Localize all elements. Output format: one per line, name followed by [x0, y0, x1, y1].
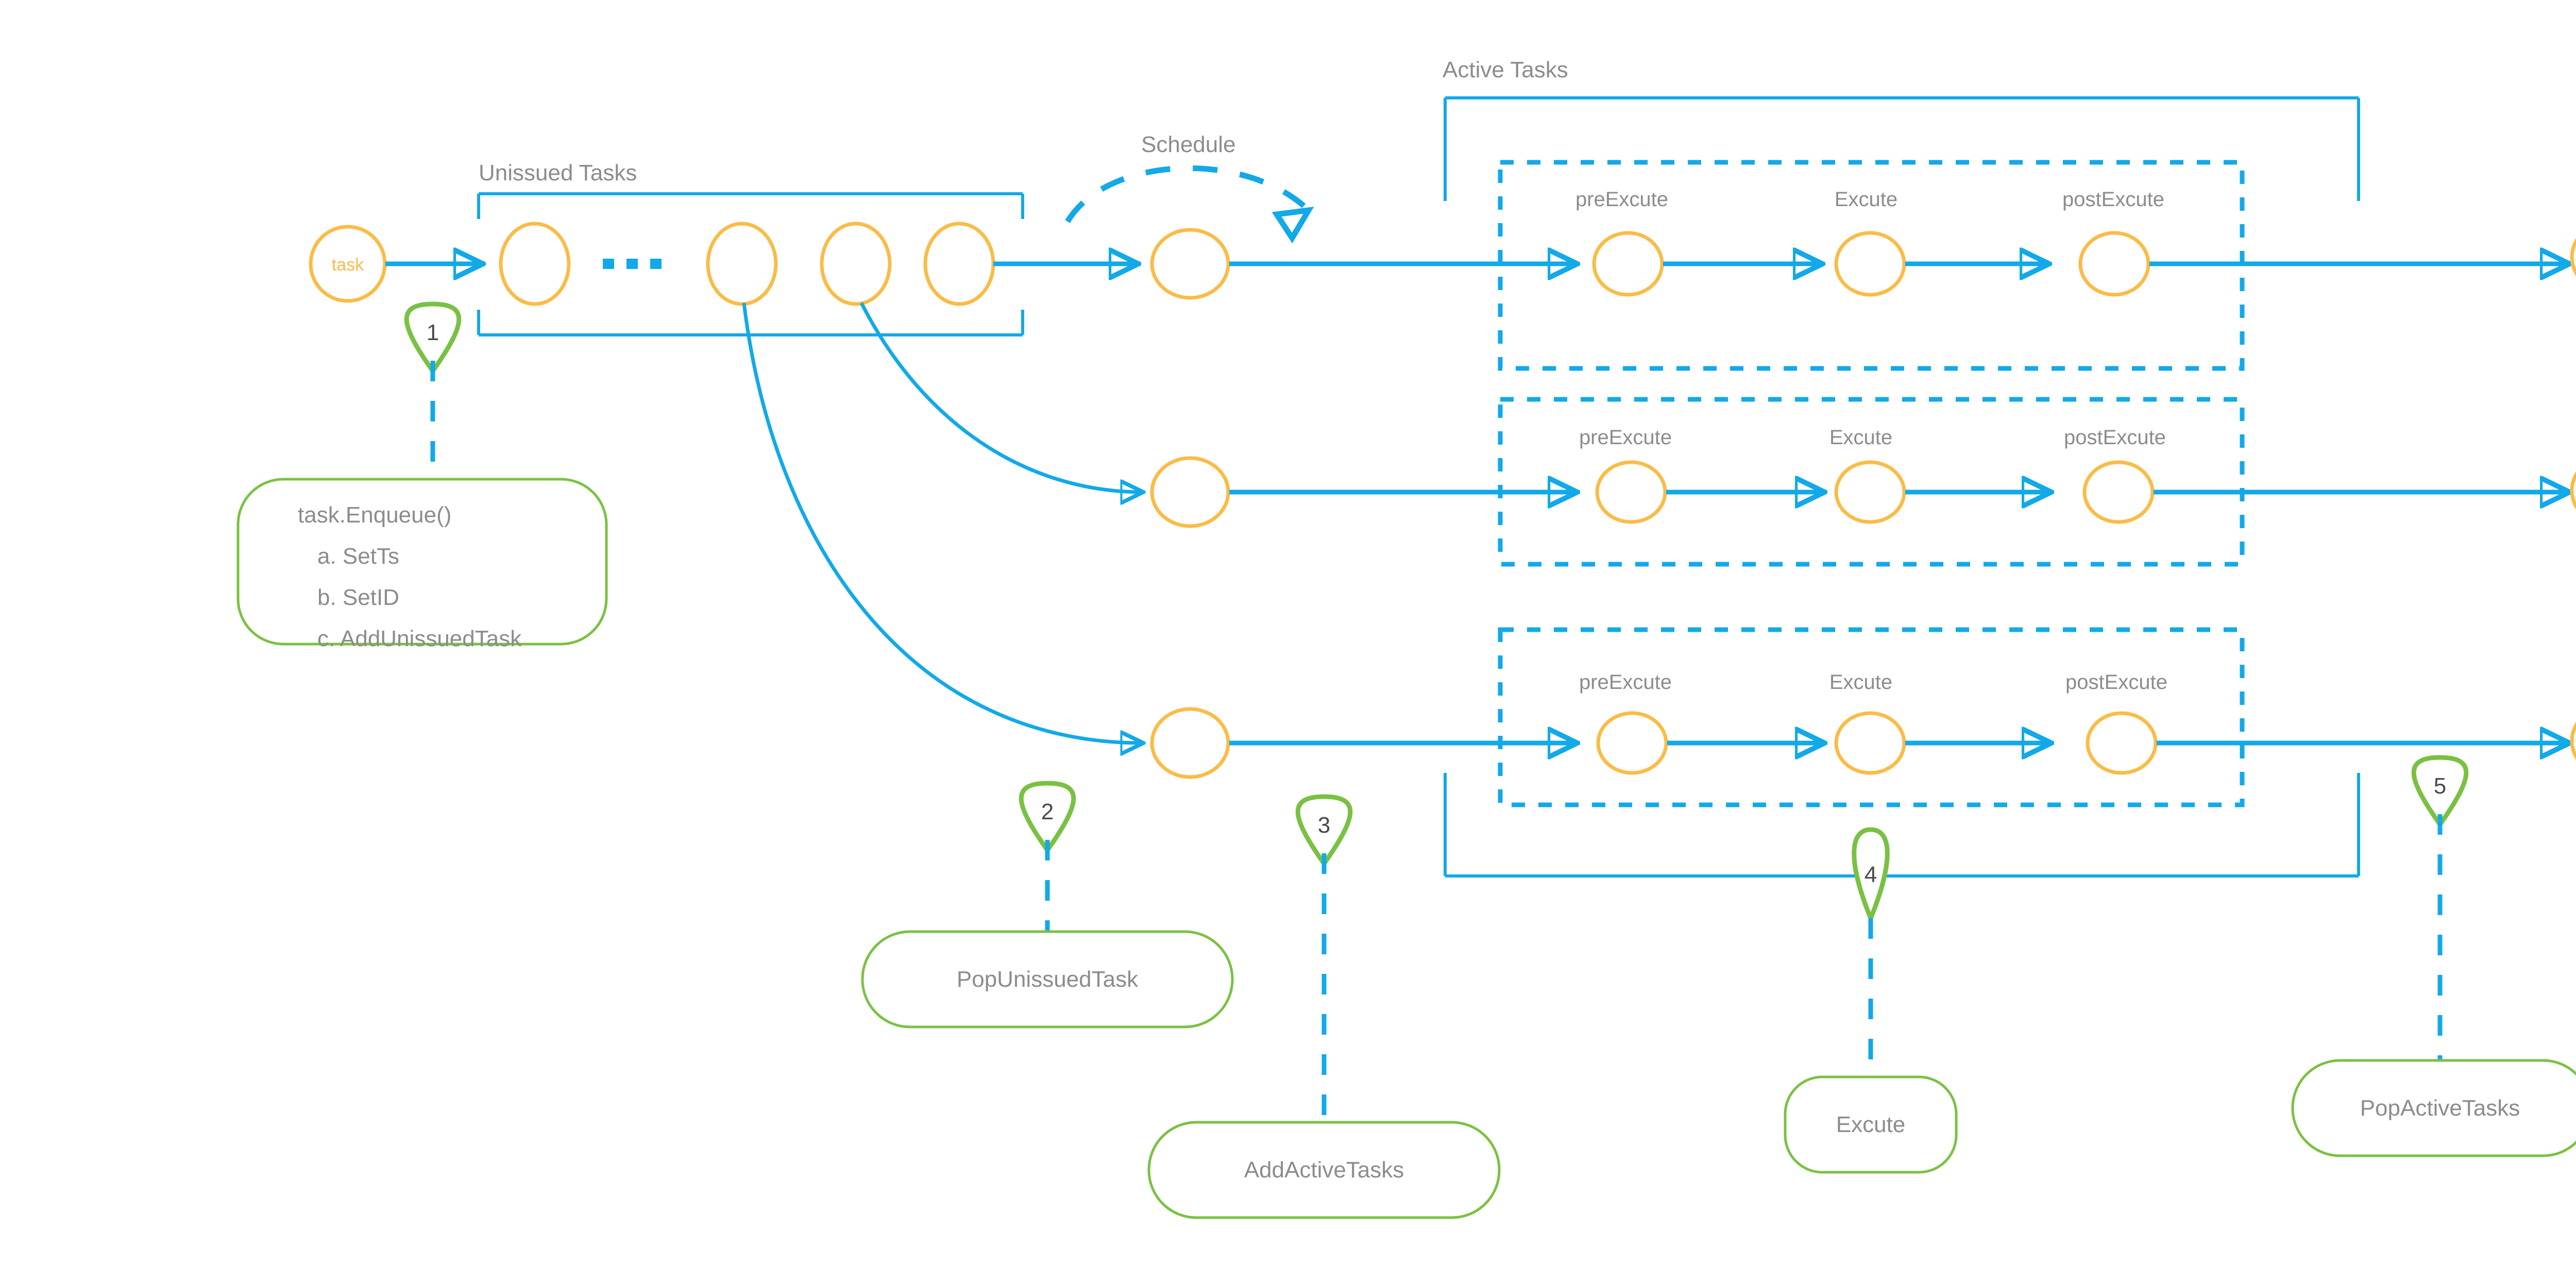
- stage-label-preexcute-row2: preExcute: [1579, 426, 1672, 449]
- pin-2: 2: [1019, 781, 1076, 933]
- stage-label-preexcute-row1: preExcute: [1575, 188, 1668, 211]
- node-done-row1: [2570, 238, 2576, 277]
- node-preexcute-row1: [1592, 231, 1664, 297]
- callout-enqueue-step-c: c. AddUnissuedTask: [317, 626, 522, 651]
- group-label-active-tasks: Active Tasks: [1443, 57, 1568, 82]
- bracket-active-tasks: [1444, 96, 2360, 878]
- stage-label-postexcute-row1: postExcute: [2062, 188, 2164, 211]
- pin-5-number: 5: [2434, 773, 2446, 799]
- ellipsis-icon: [603, 259, 662, 269]
- pin-1-number: 1: [427, 320, 439, 345]
- node-dispatch-row1: [1150, 228, 1230, 300]
- edge-queue-to-row2: [859, 302, 1143, 492]
- callout-enqueue-title: task.Enqueue(): [298, 502, 451, 528]
- node-dispatch-row2: [1150, 456, 1230, 528]
- pin-2-number: 2: [1041, 799, 1054, 824]
- pin-3: 3: [1295, 794, 1353, 1123]
- node-postexcute-row2: [2082, 460, 2155, 524]
- callout-pop-active-label: PopActiveTasks: [2360, 1095, 2520, 1121]
- callout-pop-unissued-label: PopUnissuedTask: [957, 967, 1139, 992]
- callout-excute-label: Excute: [1836, 1112, 1906, 1137]
- node-unissued-2: [706, 222, 778, 306]
- node-done-row2: [2570, 471, 2576, 510]
- node-unissued-4: [923, 222, 995, 306]
- unissued-task-nodes: [499, 222, 995, 306]
- callout-add-active-label: AddActiveTasks: [1244, 1157, 1404, 1183]
- callout-enqueue-step-a: a. SetTs: [317, 544, 399, 569]
- node-unissued-1: [499, 222, 571, 306]
- edge-queue-to-row3: [742, 302, 1143, 743]
- schedule-label: Schedule: [1141, 132, 1235, 157]
- active-row-3: preExcute Excute postExcute: [1229, 627, 2576, 807]
- group-label-unissued-tasks: Unissued Tasks: [479, 160, 637, 185]
- node-task-label: task: [332, 255, 364, 275]
- row-3-dashed-box: [1498, 627, 2245, 807]
- schedule-arrowhead: [1272, 207, 1314, 244]
- node-dispatch-row3: [1150, 707, 1230, 779]
- callout-add-active: AddActiveTasks: [1147, 1121, 1501, 1219]
- node-excute-row3: [1834, 711, 1906, 775]
- pin-5: 5: [2411, 755, 2469, 1061]
- stage-label-preexcute-row3: preExcute: [1579, 671, 1672, 694]
- stage-label-excute-row1: Excute: [1835, 188, 1897, 211]
- stage-label-excute-row2: Excute: [1829, 426, 1892, 449]
- stage-label-excute-row3: Excute: [1829, 671, 1892, 694]
- callout-enqueue-step-b: b. SetID: [317, 585, 399, 610]
- node-done-row3: [2570, 721, 2576, 761]
- pin-4: 4: [1852, 827, 1890, 1078]
- pin-1: 1: [404, 301, 462, 483]
- node-excute-row1: [1834, 231, 1906, 297]
- node-preexcute-row2: [1595, 460, 1667, 524]
- node-excute-row2: [1834, 460, 1906, 524]
- pin-4-number: 4: [1865, 862, 1877, 887]
- schedule-transition: [1065, 165, 1314, 244]
- row-1-dashed-box: [1498, 160, 2245, 371]
- bracket-unissued-tasks: [477, 192, 1024, 336]
- node-postexcute-row3: [2086, 711, 2158, 775]
- stage-label-postexcute-row2: postExcute: [2064, 426, 2166, 449]
- node-task: task: [309, 225, 387, 303]
- callout-excute: Excute: [1784, 1075, 1958, 1174]
- callout-pop-active: PopActiveTasks: [2291, 1059, 2576, 1157]
- node-preexcute-row3: [1596, 711, 1668, 775]
- node-unissued-3: [820, 222, 892, 306]
- stage-label-postexcute-row3: postExcute: [2065, 671, 2167, 694]
- callout-pop-unissued: PopUnissuedTask: [861, 930, 1234, 1028]
- node-postexcute-row1: [2078, 231, 2150, 297]
- callout-enqueue: task.Enqueue() a. SetTs b. SetID c. AddU…: [236, 478, 608, 651]
- active-row-2: preExcute Excute postExcute: [1229, 397, 2576, 567]
- pin-3-number: 3: [1318, 813, 1330, 838]
- active-row-1: preExcute Excute postExcute: [1229, 160, 2576, 371]
